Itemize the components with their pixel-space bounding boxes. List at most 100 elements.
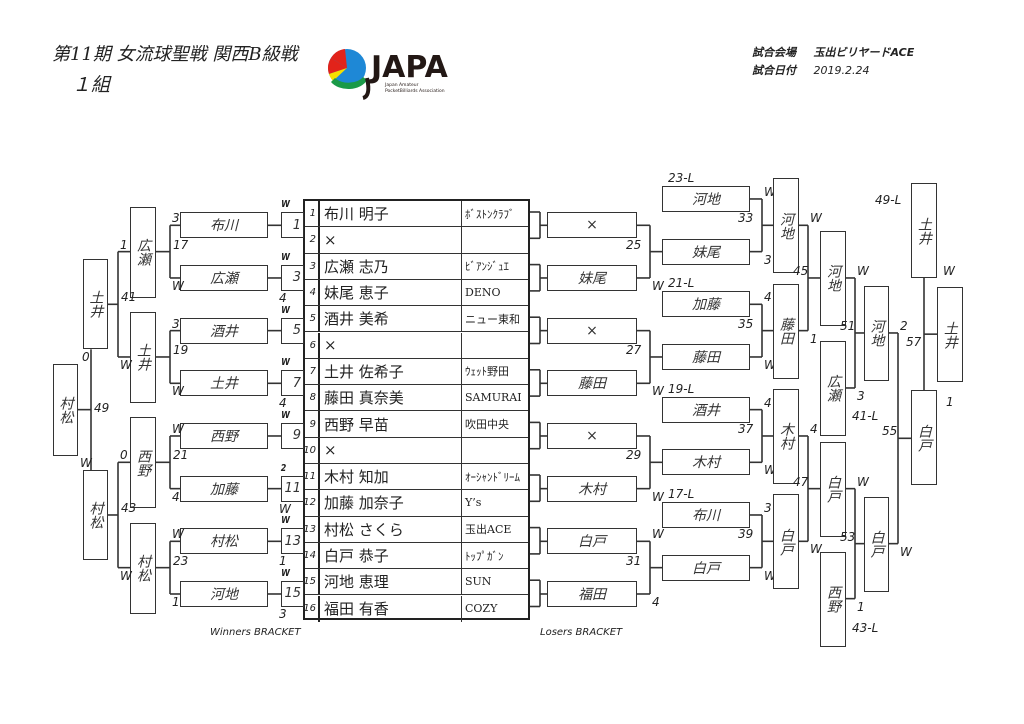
score-bottom: W: [764, 357, 776, 372]
entry-club: 吹田中央: [465, 418, 509, 432]
entry-name: 広瀬 志乃: [320, 253, 462, 279]
player-name: 加藤: [210, 481, 238, 498]
match-number: 3: [292, 270, 301, 286]
loser-box: 木村: [773, 388, 799, 484]
player-name: 布川: [692, 507, 720, 524]
first-round-match: 3: [281, 264, 304, 291]
score-top: W: [281, 409, 290, 421]
loser-box: 白戸: [864, 496, 889, 592]
dropin-box: 土井: [911, 183, 937, 278]
score-top: W: [281, 357, 290, 369]
group-label: １組: [72, 74, 111, 96]
score-top: 4: [764, 290, 772, 305]
loser-box: 藤田: [662, 343, 750, 370]
player-name: ×: [586, 427, 598, 444]
player-name: 加藤: [692, 297, 720, 314]
player-name: 福田: [578, 586, 606, 603]
loser-box: 藤田: [773, 283, 799, 379]
entry-name: 加藤 加奈子: [320, 490, 462, 516]
player-name: 酒井: [210, 323, 238, 340]
score-top: W: [764, 184, 776, 199]
player-name: 村松: [210, 534, 238, 551]
venue-label: 試合会場: [752, 46, 796, 59]
entry-name: 河地 恵理: [320, 569, 462, 595]
player-name: 河地: [210, 586, 238, 603]
entry-club: SUN: [465, 575, 492, 589]
entry-name: 布川 明子: [320, 201, 462, 227]
player-name: 木村: [778, 422, 794, 451]
winner-box: 酒井: [180, 317, 268, 344]
match-number: 15: [284, 586, 301, 602]
winner-box: 広瀬: [180, 264, 268, 291]
score-top: W: [652, 527, 664, 542]
winner-box: 布川: [180, 212, 268, 239]
winner-box: 土井: [130, 311, 156, 403]
score-top: W: [810, 211, 822, 226]
svg-text:Japan Amateur: Japan Amateur: [384, 82, 419, 88]
score-top: 4: [764, 395, 772, 410]
first-round-match: 15: [281, 580, 304, 607]
match-number: 21: [173, 448, 189, 463]
match-number: 45: [793, 263, 809, 278]
entry-row: 2×: [305, 227, 528, 254]
score-top: W: [281, 199, 290, 211]
score-bottom: W: [172, 384, 184, 399]
player-name: 河地: [825, 264, 841, 293]
winner-box: 土井: [83, 259, 108, 350]
player-name: 広瀬: [135, 238, 151, 267]
player-name: 村松: [135, 554, 151, 583]
player-name: 土井: [87, 290, 104, 319]
score-bottom: W: [652, 384, 664, 399]
dropin-label: 41-L: [852, 409, 879, 423]
score-bottom: 1: [810, 331, 818, 346]
entry-number: 13: [303, 516, 320, 542]
dropin-box: 加藤: [662, 291, 750, 318]
dropin-label: 49-L: [875, 193, 902, 207]
score-bottom: W: [810, 542, 822, 557]
dropin-box: 布川: [662, 501, 750, 528]
dropin-label: 17-L: [668, 486, 695, 501]
player-name: 西野: [135, 448, 151, 477]
score-top: 3: [172, 211, 180, 226]
entry-name: ×: [320, 227, 462, 253]
score-bottom: W: [80, 455, 92, 470]
entry-name: 福田 有香: [320, 595, 462, 622]
dropin-label: 43-L: [852, 621, 879, 635]
loser-box: 妹尾: [662, 238, 750, 265]
entry-number: 8: [305, 385, 320, 411]
date-label: 試合日付: [752, 64, 796, 77]
entry-number: 9: [305, 411, 320, 437]
entry-number: 6: [305, 332, 320, 358]
first-round-match: 13: [281, 528, 304, 555]
entry-name: 西野 早苗: [320, 411, 462, 437]
entry-club: ｵｰｼｬﾝﾄﾞﾘｰﾑ: [465, 470, 520, 484]
entry-name: 村松 さくら: [320, 516, 462, 542]
winner-box: 加藤: [180, 475, 268, 502]
match-number: 43: [121, 500, 137, 515]
winners-bracket-label: Winners BRACKET: [210, 627, 301, 638]
score-top: 2: [900, 318, 908, 333]
entry-number: 10: [303, 437, 320, 463]
player-name: 白戸: [778, 527, 794, 556]
loser-box: 河地: [820, 230, 846, 326]
score-bottom: W: [900, 544, 912, 559]
match-number: 25: [626, 237, 642, 252]
score-top: W: [281, 515, 290, 527]
player-name: 白戸: [825, 475, 841, 504]
entry-number: 3: [305, 253, 320, 279]
winner-box: 広瀬: [130, 206, 156, 298]
dropin-box: 広瀬: [820, 340, 846, 436]
entry-club: DENO: [465, 286, 501, 300]
player-name: 藤田: [578, 376, 606, 393]
player-name: 村松: [57, 395, 74, 424]
loser-box: ×: [547, 317, 637, 344]
entry-club: ﾄｯﾌﾟｶﾞﾝ: [465, 549, 504, 563]
player-name: 白戸: [916, 423, 932, 452]
player-name: 白戸: [578, 534, 606, 551]
